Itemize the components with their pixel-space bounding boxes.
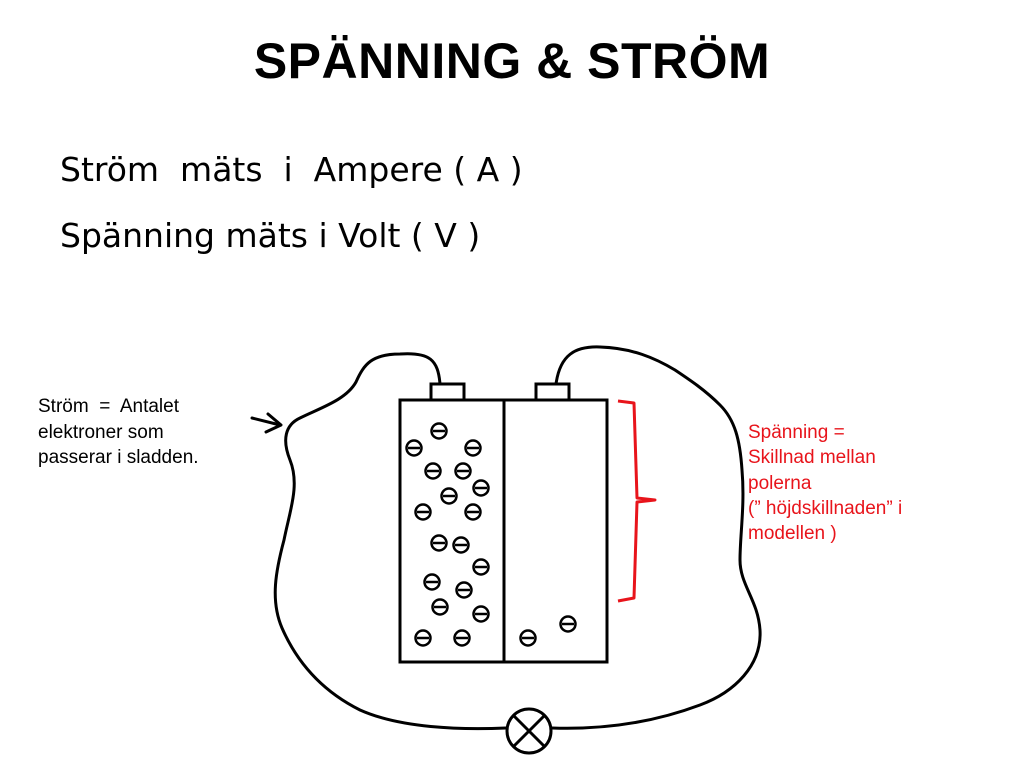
- bulb-icon: [505, 707, 553, 755]
- battery-cell-left: [398, 398, 506, 664]
- pointer-arrow-icon: [250, 412, 283, 434]
- current-note-line: Ström = Antalet: [38, 396, 179, 417]
- electron-icon: [464, 503, 482, 521]
- electron-icon: [452, 536, 470, 554]
- electron-icon: [405, 439, 423, 457]
- bullet-voltage-unit: Spänning mäts i Volt ( V ): [60, 216, 481, 255]
- circuit-wire: [273, 345, 762, 731]
- electron-icon: [472, 558, 490, 576]
- electron-icon: [423, 573, 441, 591]
- battery-terminal-negative: [429, 382, 466, 402]
- electron-icon: [559, 615, 577, 633]
- voltage-note-line: polerna: [748, 472, 812, 494]
- current-note-line: passerar i sladden.: [38, 447, 199, 469]
- bullet-current-unit: Ström mäts i Ampere ( A ): [60, 150, 523, 189]
- electron-icon: [472, 605, 490, 623]
- current-note-line: elektroner som: [38, 421, 164, 443]
- voltage-brace: [617, 399, 657, 603]
- electron-icon: [464, 439, 482, 457]
- voltage-note-line: Skillnad mellan: [748, 447, 876, 469]
- slide-title: SPÄNNING & STRÖM: [253, 33, 771, 89]
- electron-icon: [424, 462, 442, 480]
- battery-terminal-positive: [534, 382, 571, 402]
- voltage-note-line: modellen ): [748, 523, 837, 545]
- electron-icon: [414, 503, 432, 521]
- electron-icon: [453, 629, 471, 647]
- electron-icon: [455, 581, 473, 599]
- electron-group: [405, 422, 577, 647]
- electron-icon: [431, 598, 449, 616]
- voltage-definition-note: Spänning = Skillnad mellan polerna (” hö…: [748, 420, 988, 546]
- current-definition-note: Ström = Antalet elektroner som passerar …: [38, 394, 273, 471]
- electron-icon: [454, 462, 472, 480]
- battery-cell-right: [502, 398, 609, 664]
- electron-icon: [414, 629, 432, 647]
- electron-icon: [440, 487, 458, 505]
- electron-icon: [472, 479, 490, 497]
- electron-icon: [430, 534, 448, 552]
- electron-icon: [519, 629, 537, 647]
- electron-icon: [430, 422, 448, 440]
- voltage-note-line: Spänning =: [748, 422, 845, 443]
- voltage-note-line: (” höjdskillnaden” i: [748, 497, 903, 519]
